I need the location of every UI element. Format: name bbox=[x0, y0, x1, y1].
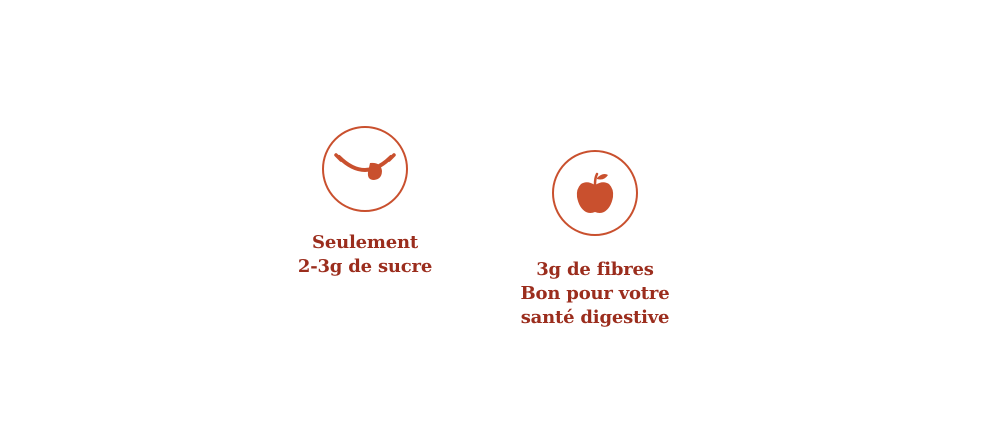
smile-tongue-icon bbox=[334, 153, 396, 180]
fiber-icon-circle bbox=[552, 150, 638, 236]
sugar-text: Seulement 2-3g de sucre bbox=[298, 231, 432, 279]
fiber-text-line-2: Bon pour votre bbox=[520, 283, 670, 304]
sugar-text-line-2: 2-3g de sucre bbox=[297, 256, 433, 277]
fiber-text-line-3: santé digestive bbox=[520, 307, 670, 328]
feature-fiber: 3g de fibres Bon pour votre santé digest… bbox=[493, 150, 697, 330]
fiber-text-line-1: 3g de fibres bbox=[536, 259, 654, 280]
apple-icon bbox=[576, 172, 614, 213]
sugar-text-line-1: Seulement bbox=[312, 232, 418, 253]
sugar-icon-circle bbox=[322, 126, 408, 212]
feature-low-sugar: Seulement 2-3g de sucre bbox=[263, 126, 467, 279]
fiber-text: 3g de fibres Bon pour votre santé digest… bbox=[521, 258, 670, 330]
